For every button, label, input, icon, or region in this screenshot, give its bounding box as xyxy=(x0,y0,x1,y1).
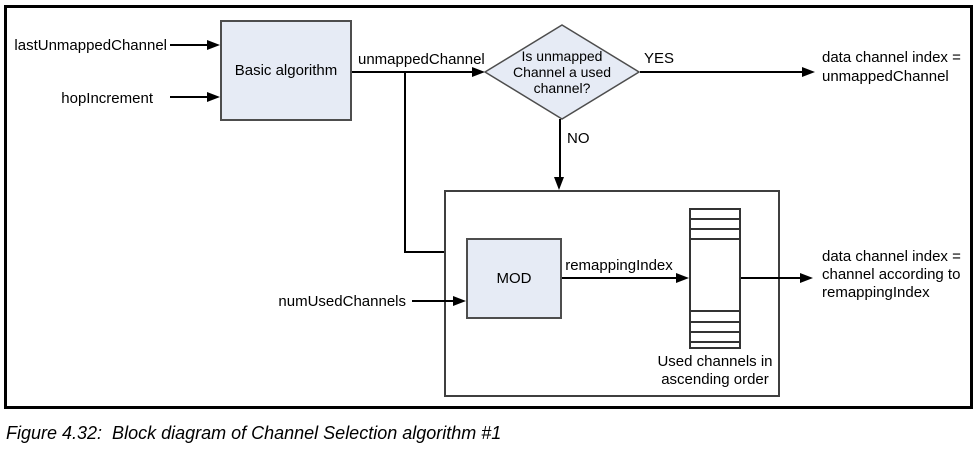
arrowhead-right-icon xyxy=(676,273,689,283)
table-row-line xyxy=(691,310,739,312)
table-row-line xyxy=(691,228,739,230)
arrow-line-no xyxy=(559,119,561,177)
output-text-no: data channel index = channel according t… xyxy=(822,248,961,302)
mod-block: MOD xyxy=(466,238,562,319)
table-label-line1: Used channels in xyxy=(657,353,773,370)
branch-line-vertical xyxy=(404,71,406,253)
arrow-line-unmapped-channel xyxy=(352,71,472,73)
output-text-no-line1: data channel index = xyxy=(822,248,961,265)
output-text-yes-line2: unmappedChannel xyxy=(822,68,949,85)
branch-label-no: NO xyxy=(567,130,590,147)
decision-question-line1: Is unmapped xyxy=(521,48,603,64)
arrowhead-right-icon xyxy=(453,296,466,306)
table-row-line xyxy=(691,321,739,323)
input-label-num-used-channels: numUsedChannels xyxy=(278,293,406,310)
basic-algorithm-label: Basic algorithm xyxy=(234,62,338,79)
signal-label-unmapped-channel: unmappedChannel xyxy=(358,51,485,68)
arrowhead-right-icon xyxy=(207,40,220,50)
basic-algorithm-block: Basic algorithm xyxy=(220,20,352,121)
arrowhead-right-icon xyxy=(802,67,815,77)
arrowhead-right-icon xyxy=(472,67,485,77)
decision-question: Is unmapped Channel a used channel? xyxy=(484,24,640,120)
used-channels-table-label: Used channels in ascending order xyxy=(630,353,800,389)
arrow-line-num-used-channels xyxy=(412,300,453,302)
table-row-line xyxy=(691,238,739,240)
arrow-line-hop-increment xyxy=(170,96,207,98)
decision-question-line3: channel? xyxy=(533,80,591,96)
arrow-line-table-output xyxy=(741,277,800,279)
input-label-last-unmapped-channel: lastUnmappedChannel xyxy=(14,37,167,54)
arrowhead-right-icon xyxy=(800,273,813,283)
output-text-yes: data channel index = unmappedChannel xyxy=(822,48,961,86)
output-text-yes-line1: data channel index = xyxy=(822,49,961,66)
arrow-line-last-unmapped-channel xyxy=(170,44,207,46)
branch-label-yes: YES xyxy=(644,50,675,67)
output-text-no-line3: remappingIndex xyxy=(822,284,930,301)
decision-diamond: Is unmapped Channel a used channel? xyxy=(484,24,640,120)
used-channels-table xyxy=(689,208,741,349)
signal-label-remapping-index: remappingIndex xyxy=(565,257,673,274)
figure-caption: Figure 4.32: Block diagram of Channel Se… xyxy=(6,423,502,443)
output-text-no-line2: channel according to xyxy=(822,266,961,283)
table-label-line2: ascending order xyxy=(661,371,769,388)
arrow-line-remapping-index xyxy=(562,277,676,279)
arrow-line-mod-input-1 xyxy=(404,251,453,253)
input-label-hop-increment: hopIncrement xyxy=(61,90,153,107)
arrow-line-yes xyxy=(640,71,802,73)
diamond-shape xyxy=(484,24,640,120)
decision-question-line2: Channel a used xyxy=(512,64,612,80)
mod-label: MOD xyxy=(496,270,532,287)
table-row-line xyxy=(691,341,739,343)
table-row-line xyxy=(691,331,739,333)
arrowhead-down-icon xyxy=(554,177,564,190)
arrowhead-right-icon xyxy=(207,92,220,102)
table-row-line xyxy=(691,218,739,220)
